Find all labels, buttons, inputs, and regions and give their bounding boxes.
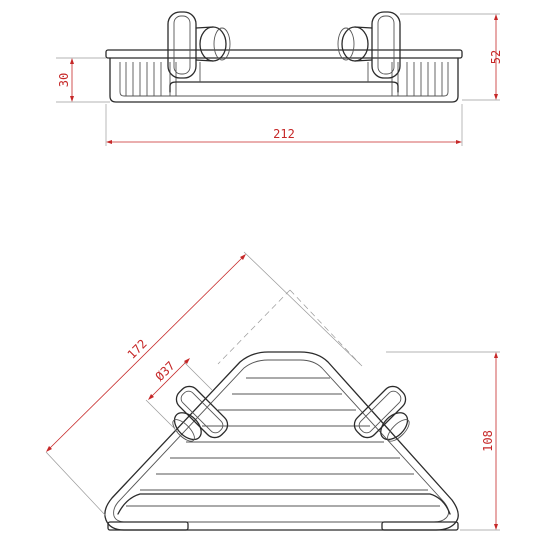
top-view [45,251,500,531]
front-left-wires [125,62,177,96]
top-view-wires [126,377,440,507]
dimension-depth: 108 [481,352,498,530]
front-right-mount [337,11,401,79]
dimension-diagonal: 172 [46,254,246,452]
depth-label: 108 [481,430,495,452]
total-height-label: 52 [489,50,503,64]
width-label: 212 [273,127,295,141]
front-view [56,11,500,146]
top-right-mount [353,385,410,442]
diagonal-label: 172 [125,337,150,362]
mount-diameter-label: Ø37 [153,359,178,384]
dimension-side-height: 30 [57,58,74,102]
top-left-mount [172,385,229,442]
side-height-label: 30 [57,73,71,87]
dimension-total-height: 52 [489,14,503,100]
front-left-mount [167,11,231,79]
dimension-width: 212 [106,127,462,144]
